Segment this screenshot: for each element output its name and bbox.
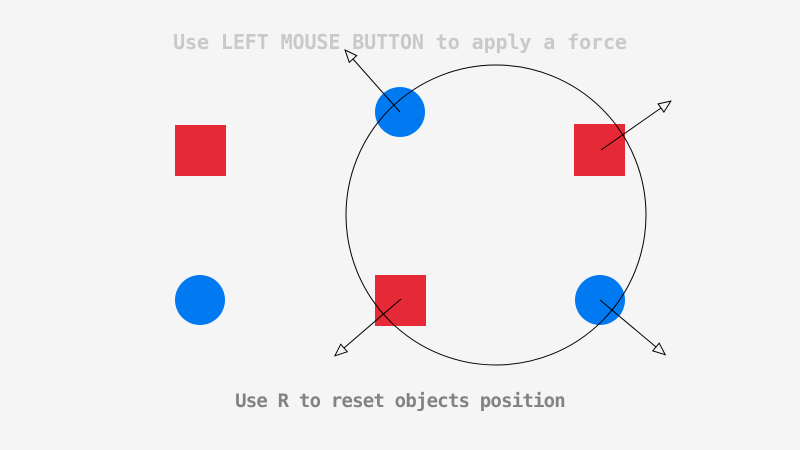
force-arrow-square-right bbox=[600, 108, 661, 151]
red-square-top-left[interactable] bbox=[175, 125, 226, 176]
blue-circle-bottom-left[interactable] bbox=[175, 275, 225, 325]
boundary-circle-outline bbox=[345, 64, 647, 366]
force-arrow-circle-top bbox=[353, 59, 401, 113]
force-arrow-circle-bottom-right bbox=[599, 299, 656, 347]
force-arrow-square-bottom-center bbox=[344, 298, 402, 348]
red-square-bottom-center[interactable] bbox=[375, 275, 426, 326]
red-square-right[interactable] bbox=[574, 124, 625, 176]
